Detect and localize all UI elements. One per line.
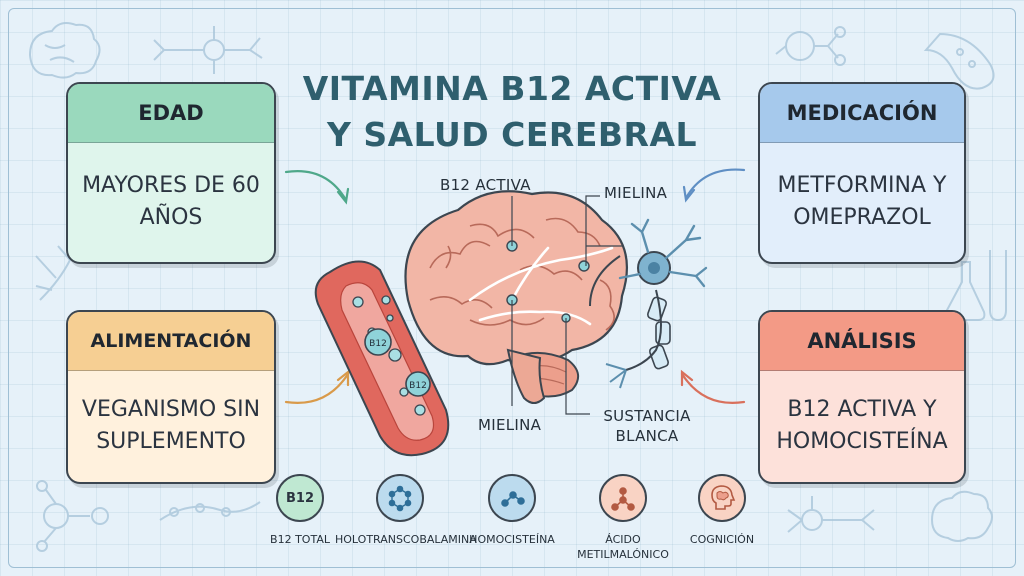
legend-label-homocisteina: HOMOCISTEÍNA (469, 533, 555, 546)
label-mielina-bottom: MIELINA (478, 416, 542, 434)
brain-bottom-doodle-icon (930, 490, 993, 542)
svg-text:B12: B12 (409, 381, 427, 391)
card-analisis-title: ANÁLISIS (760, 312, 964, 371)
legend-acido-metilmalonico: ÁCIDO METILMALÓNICO (558, 474, 688, 562)
brain (404, 190, 629, 404)
card-edad-title: EDAD (68, 84, 274, 143)
card-edad-body: MAYORES DE 60 AÑOS (82, 173, 260, 230)
leader-mielina-top (585, 195, 622, 266)
card-edad: EDAD MAYORES DE 60 AÑOS (66, 82, 276, 264)
card-alimentacion: ALIMENTACIÓN VEGANISMO SIN SUPLEMENTO (66, 310, 276, 484)
b12-cell-1: B12 (364, 328, 392, 356)
molecule-icon (488, 474, 536, 522)
molecule-doodle-icon (775, 26, 846, 66)
b12-badge-text: B12 (286, 490, 314, 506)
legend-holotranscobalamina: HOLOTRANSCOBALAMINA (335, 474, 477, 547)
neuron-bottom-doodle-icon (787, 496, 875, 533)
arrow-edad-head (336, 187, 350, 205)
neuron-doodle-icon (153, 26, 263, 74)
arrow-medicacion (684, 168, 746, 200)
title-line-1: VITAMINA B12 ACTIVA (302, 69, 722, 109)
card-medicacion-title: MEDICACIÓN (760, 84, 964, 143)
head-brain-icon (698, 474, 746, 522)
card-alimentacion-title: ALIMENTACIÓN (68, 312, 274, 371)
blood-vessel: B12 B12 (314, 260, 450, 457)
brain-doodle-icon (28, 22, 101, 79)
legend-b12-total: B12 B12 TOTAL (235, 474, 365, 547)
arrow-analisis-head (680, 369, 694, 387)
neuron (589, 218, 708, 389)
legend-label-cognicion: COGNICIÓN (689, 533, 755, 546)
arrow-alimentacion-head (336, 369, 350, 387)
label-mielina-top: MIELINA (604, 184, 668, 202)
page-title: VITAMINA B12 ACTIVA Y SALUD CEREBRAL (262, 66, 762, 158)
branched-molecule-icon (599, 474, 647, 522)
label-blanca: BLANCA (615, 427, 679, 445)
b12-badge-icon: B12 (276, 474, 324, 522)
card-alimentacion-body: VEGANISMO SIN SUPLEMENTO (81, 397, 261, 454)
card-analisis: ANÁLISIS B12 ACTIVA Y HOMOCISTEÍNA (758, 310, 966, 484)
label-sustancia: SUSTANCIA (603, 407, 691, 425)
vessel-doodle-icon (923, 32, 995, 90)
nerve-doodle-icon (159, 501, 261, 521)
legend-label-holotranscobalamina: HOLOTRANSCOBALAMINA (335, 533, 477, 546)
label-sustancia-blanca: SUSTANCIA BLANCA (592, 406, 702, 446)
svg-text:B12: B12 (369, 339, 387, 349)
arrow-edad (284, 170, 348, 202)
legend-cognicion: COGNICIÓN (657, 474, 787, 547)
legend-homocisteina: HOMOCISTEÍNA (447, 474, 577, 547)
label-b12-activa: B12 ACTIVA (440, 176, 531, 194)
leader-sustancia (565, 318, 590, 415)
ring-molecule-icon (376, 474, 424, 522)
molecule-bottom-doodle-icon (36, 480, 109, 552)
title-line-2: Y SALUD CEREBRAL (326, 115, 698, 155)
legend-label-b12-total: B12 TOTAL (270, 533, 330, 546)
card-medicacion: MEDICACIÓN METFORMINA Y OMEPRAZOL (758, 82, 966, 264)
arrow-analisis (680, 372, 746, 404)
legend-label-acido-metilmalonico: ÁCIDO METILMALÓNICO (577, 533, 669, 561)
arrow-alimentacion (284, 372, 350, 404)
card-medicacion-body: METFORMINA Y OMEPRAZOL (777, 173, 947, 230)
card-analisis-body: B12 ACTIVA Y HOMOCISTEÍNA (776, 397, 948, 454)
b12-cell-2: B12 (405, 371, 431, 397)
arrow-medicacion-head (682, 185, 696, 203)
